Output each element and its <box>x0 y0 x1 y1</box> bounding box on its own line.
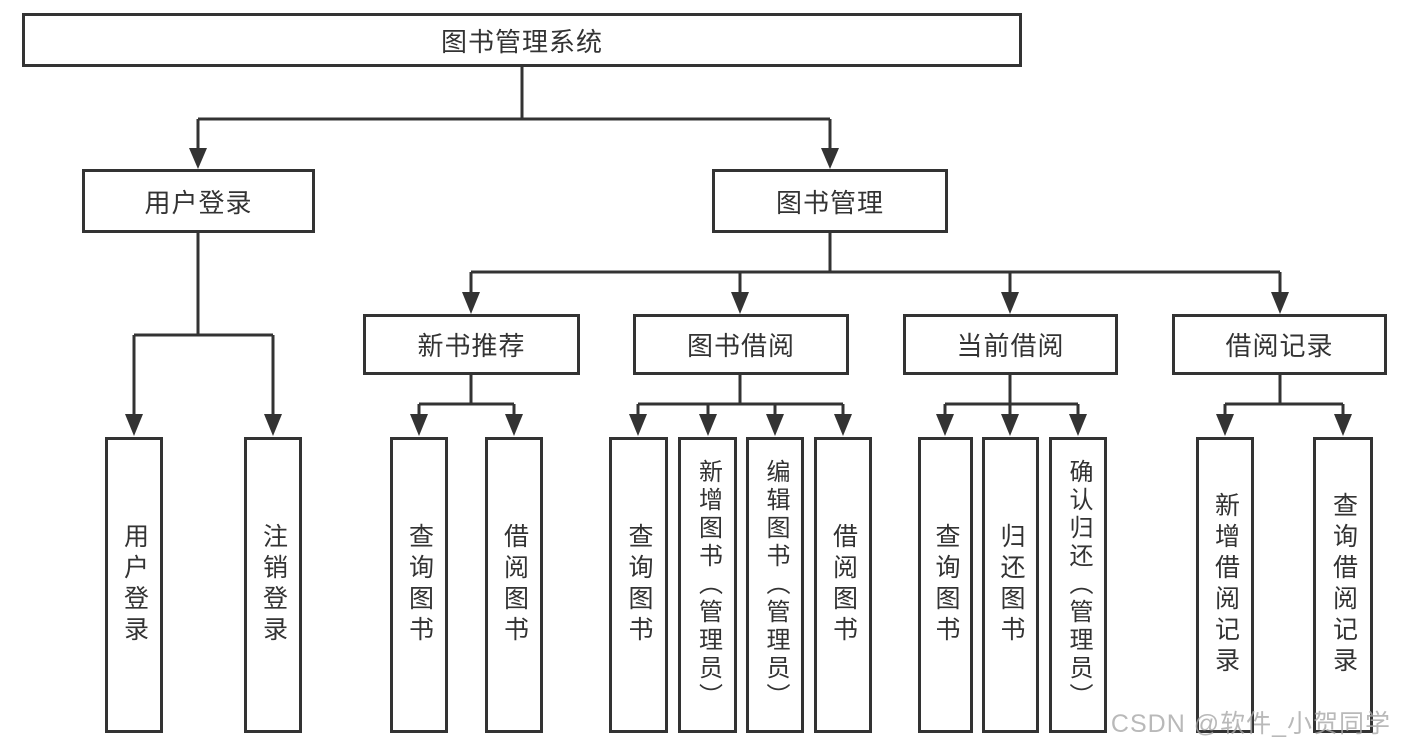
node-root-label: 图书管理系统 <box>440 26 603 57</box>
connector-root-to-branches <box>189 67 839 169</box>
node-root: 图书管理系统 <box>22 13 1022 67</box>
leaf-logout: 注销登录 <box>244 437 302 733</box>
leaf-query-books-newrec: 查询图书 <box>390 437 448 733</box>
node-user-login-label: 用户登录 <box>144 187 253 218</box>
node-book-borrow: 图书借阅 <box>633 314 849 375</box>
leaf-borrow-books-newrec: 借阅图书 <box>485 437 543 733</box>
leaf-confirm-return-admin: 确认归还（管理员） <box>1049 437 1107 733</box>
node-borrow-records: 借阅记录 <box>1172 314 1387 375</box>
node-book-management: 图书管理 <box>712 169 948 233</box>
leaf-return-book: 归还图书 <box>982 437 1039 733</box>
node-user-login: 用户登录 <box>82 169 315 233</box>
node-new-book-recommend-label: 新书推荐 <box>417 331 526 361</box>
leaf-user-login: 用户登录 <box>105 437 163 733</box>
leaf-query-books-current: 查询图书 <box>918 437 973 733</box>
connector-new-book-recommend-branch <box>410 375 523 436</box>
node-current-borrow: 当前借阅 <box>903 314 1118 375</box>
leaf-borrow-books-borrow: 借阅图书 <box>814 437 872 733</box>
connector-borrow-records-branch <box>1216 375 1352 436</box>
leaf-query-books-borrow: 查询图书 <box>609 437 668 733</box>
connector-book-borrow-branch <box>629 375 852 436</box>
node-borrow-records-label: 借阅记录 <box>1225 331 1334 361</box>
connector-user-login-branch <box>125 233 282 436</box>
leaf-query-borrow-record: 查询借阅记录 <box>1313 437 1373 733</box>
node-book-management-label: 图书管理 <box>775 187 884 218</box>
connector-current-borrow-branch <box>936 375 1087 436</box>
leaf-add-book-admin: 新增图书（管理员） <box>678 437 737 733</box>
node-new-book-recommend: 新书推荐 <box>363 314 580 375</box>
leaf-edit-book-admin: 编辑图书（管理员） <box>746 437 804 733</box>
node-current-borrow-label: 当前借阅 <box>956 331 1065 361</box>
connector-book-management-branch <box>462 233 1289 314</box>
leaf-add-borrow-record: 新增借阅记录 <box>1196 437 1254 733</box>
node-book-borrow-label: 图书借阅 <box>686 331 795 361</box>
